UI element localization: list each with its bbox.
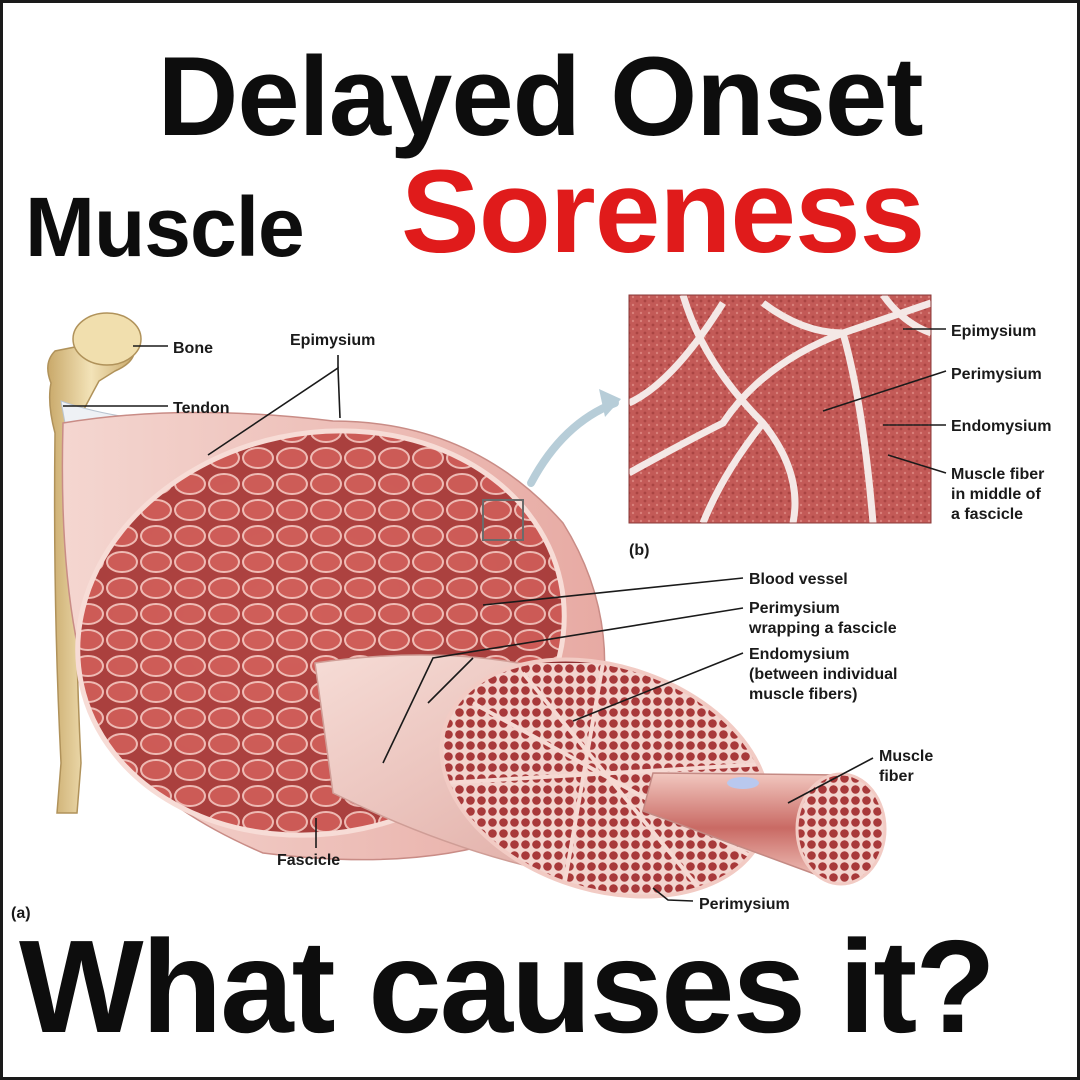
panel-b-tag: (b)	[629, 542, 649, 559]
label-fascicle: Fascicle	[277, 852, 340, 869]
title-muscle-word: Muscle	[25, 180, 305, 274]
label-perimysium: Perimysium	[699, 896, 790, 913]
magnify-arrow-head	[599, 389, 621, 417]
label-epimysium: Epimysium	[290, 332, 375, 349]
label-endomysium-1: Endomysium	[749, 646, 849, 663]
leader-lines	[63, 328, 947, 902]
magnified-region-box	[482, 499, 524, 541]
label-muscle-fiber-1: Muscle	[879, 748, 933, 765]
question-text: What causes it?	[19, 913, 996, 1060]
magnify-arrow	[527, 399, 619, 487]
label-b-muscle-fiber-3: a fascicle	[951, 506, 1023, 523]
label-endomysium-3: muscle fibers)	[749, 686, 857, 703]
label-muscle-fiber-2: fiber	[879, 768, 914, 785]
muscle-anatomy-diagram: Bone Tendon Epimysium Blood vessel Perim…	[11, 294, 1051, 922]
title-soreness-word: Soreness	[401, 146, 925, 278]
label-b-perimysium: Perimysium	[951, 366, 1042, 383]
label-perimysium-wrap-2: wrapping a fascicle	[748, 620, 897, 637]
micrograph	[628, 294, 932, 524]
label-endomysium-2: (between individual	[749, 666, 897, 683]
label-tendon: Tendon	[173, 400, 230, 417]
label-perimysium-wrap-1: Perimysium	[749, 600, 840, 617]
panel-a-tag: (a)	[11, 905, 31, 922]
muscle-body	[61, 411, 606, 861]
label-b-epimysium: Epimysium	[951, 323, 1036, 340]
muscle-fiber	[642, 772, 887, 886]
label-b-muscle-fiber-1: Muscle fiber	[951, 466, 1044, 483]
label-b-endomysium: Endomysium	[951, 418, 1051, 435]
label-b-muscle-fiber-2: in middle of	[951, 486, 1041, 503]
title-line-1: Delayed Onset	[157, 34, 923, 159]
label-bone: Bone	[173, 340, 213, 357]
label-blood-vessel: Blood vessel	[749, 571, 848, 588]
